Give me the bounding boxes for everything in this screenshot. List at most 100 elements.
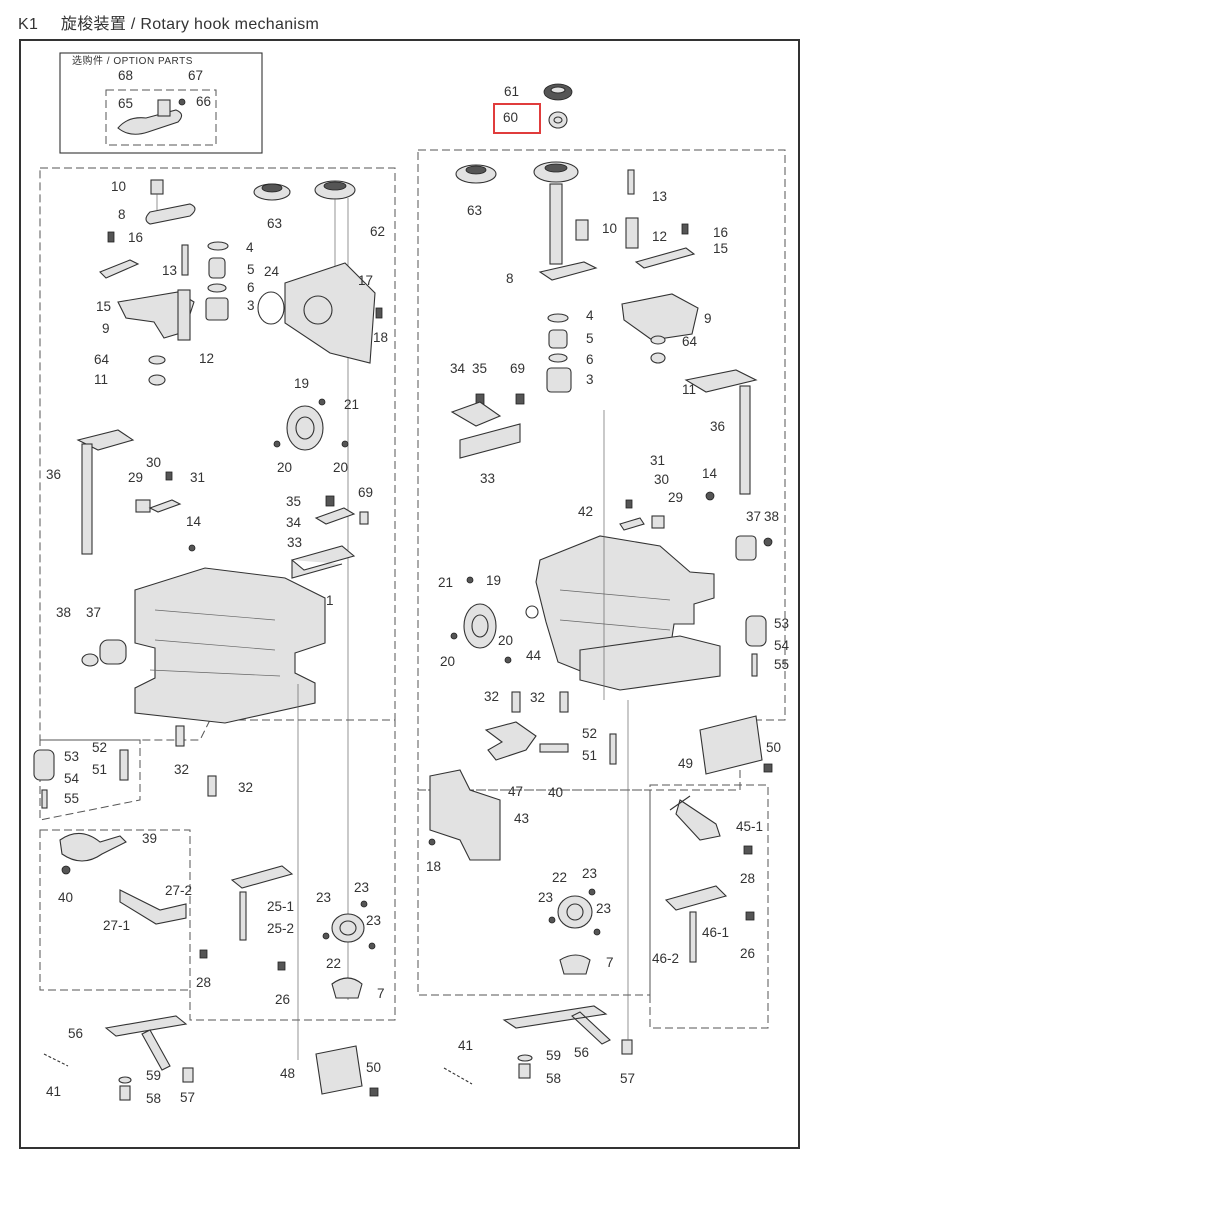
part-callout: 54 — [774, 638, 790, 653]
part-callout: 10 — [602, 221, 617, 236]
part-callout: 26 — [275, 992, 290, 1007]
option-label-66: 66 — [196, 94, 211, 109]
part-callout: 23 — [596, 901, 611, 916]
part-callout: 13 — [652, 189, 667, 204]
part-callout: 41 — [46, 1084, 61, 1099]
part-callout: 19 — [486, 573, 501, 588]
part-callout: 59 — [546, 1048, 561, 1063]
part-callout: 64 — [682, 334, 698, 349]
callout-labels: 6160108161345632417159126411636218192120… — [46, 84, 790, 1106]
part-callout: 59 — [146, 1068, 161, 1083]
part-callout: 58 — [546, 1071, 561, 1086]
right-side-boundary — [649, 784, 769, 1029]
option-label-67: 67 — [188, 68, 203, 83]
part-callout: 36 — [46, 467, 61, 482]
part-callout: 37 — [86, 605, 101, 620]
part-callout: 26 — [740, 946, 755, 961]
part-callout: 60 — [503, 110, 518, 125]
part-callout: 9 — [704, 311, 712, 326]
option-label-68: 68 — [118, 68, 133, 83]
part-callout: 40 — [58, 890, 73, 905]
part-callout: 44 — [526, 648, 542, 663]
part-callout: 58 — [146, 1091, 161, 1106]
part-callout: 4 — [246, 240, 254, 255]
part-callout: 35 — [472, 361, 487, 376]
part-callout: 57 — [180, 1090, 195, 1105]
title-cjk: 旋梭装置 — [60, 16, 127, 33]
part-callout: 55 — [64, 791, 79, 806]
part-callout: 32 — [174, 762, 189, 777]
part-callout: 12 — [652, 229, 667, 244]
part-callout: 1 — [326, 593, 334, 608]
part-callout: 34 — [286, 515, 302, 530]
left-lower-boundary — [39, 829, 191, 991]
option-parts-title: 选购件 / OPTION PARTS — [72, 54, 193, 67]
part-callout: 52 — [582, 726, 597, 741]
part-callout: 35 — [286, 494, 301, 509]
left-side-boundary — [39, 739, 141, 821]
part-callout: 57 — [620, 1071, 635, 1086]
part-callout: 50 — [766, 740, 781, 755]
part-callout: 54 — [64, 771, 80, 786]
part-callout: 63 — [467, 203, 482, 218]
part-callout: 25-2 — [267, 921, 294, 936]
part-callout: 41 — [458, 1038, 473, 1053]
right-upper-boundary — [417, 149, 786, 791]
part-callout: 27-1 — [103, 918, 130, 933]
diagram-frame — [19, 39, 800, 1149]
part-callout: 14 — [186, 514, 202, 529]
part-callout: 64 — [94, 352, 110, 367]
part-callout: 20 — [277, 460, 292, 475]
part-callout: 15 — [96, 299, 111, 314]
option-label-65: 65 — [118, 96, 133, 111]
part-callout: 29 — [668, 490, 683, 505]
part-callout: 22 — [326, 956, 341, 971]
part-callout: 23 — [316, 890, 331, 905]
part-callout: 32 — [530, 690, 545, 705]
part-callout: 9 — [102, 321, 110, 336]
part-callout: 18 — [426, 859, 441, 874]
part-callout: 43 — [514, 811, 529, 826]
part-callout: 21 — [438, 575, 453, 590]
part-callout: 20 — [440, 654, 455, 669]
part-callout: 47 — [508, 784, 523, 799]
part-callout: 11 — [682, 382, 696, 397]
part-callout: 30 — [654, 472, 669, 487]
part-callout: 23 — [354, 880, 369, 895]
part-callout: 28 — [196, 975, 211, 990]
bobbin-parts — [543, 83, 573, 129]
part-callout: 33 — [480, 471, 495, 486]
title-separator: / — [130, 16, 136, 33]
part-callout: 7 — [606, 955, 614, 970]
part-callout: 19 — [294, 376, 309, 391]
part-callout: 23 — [582, 866, 597, 881]
part-callout: 38 — [764, 509, 779, 524]
part-callout: 46-2 — [652, 951, 679, 966]
part-callout: 6 — [247, 280, 255, 295]
part-callout: 45-1 — [736, 819, 763, 834]
left-lower-boundary-2 — [189, 720, 396, 1021]
part-callout: 16 — [713, 225, 728, 240]
part-callout: 31 — [190, 470, 205, 485]
part-callout: 3 — [586, 372, 594, 387]
part-callout: 4 — [586, 308, 594, 323]
part-callout: 55 — [774, 657, 789, 672]
right-assembly-parts — [428, 161, 773, 1085]
part-callout: 51 — [582, 748, 597, 763]
part-callout: 10 — [111, 179, 126, 194]
part-callout: 29 — [128, 470, 143, 485]
part-callout: 53 — [64, 749, 79, 764]
left-assembly-parts — [33, 179, 383, 1101]
highlight-box-60 — [493, 103, 541, 134]
part-callout: 16 — [128, 230, 143, 245]
part-callout: 62 — [370, 224, 385, 239]
part-callout: 36 — [710, 419, 725, 434]
part-callout: 24 — [264, 264, 280, 279]
part-callout: 34 — [450, 361, 466, 376]
page-title: K1 旋梭装置 / Rotary hook mechanism — [18, 10, 319, 34]
part-callout: 5 — [247, 262, 255, 277]
part-callout: 40 — [548, 785, 563, 800]
part-callout: 38 — [56, 605, 71, 620]
part-callout: 14 — [702, 466, 718, 481]
